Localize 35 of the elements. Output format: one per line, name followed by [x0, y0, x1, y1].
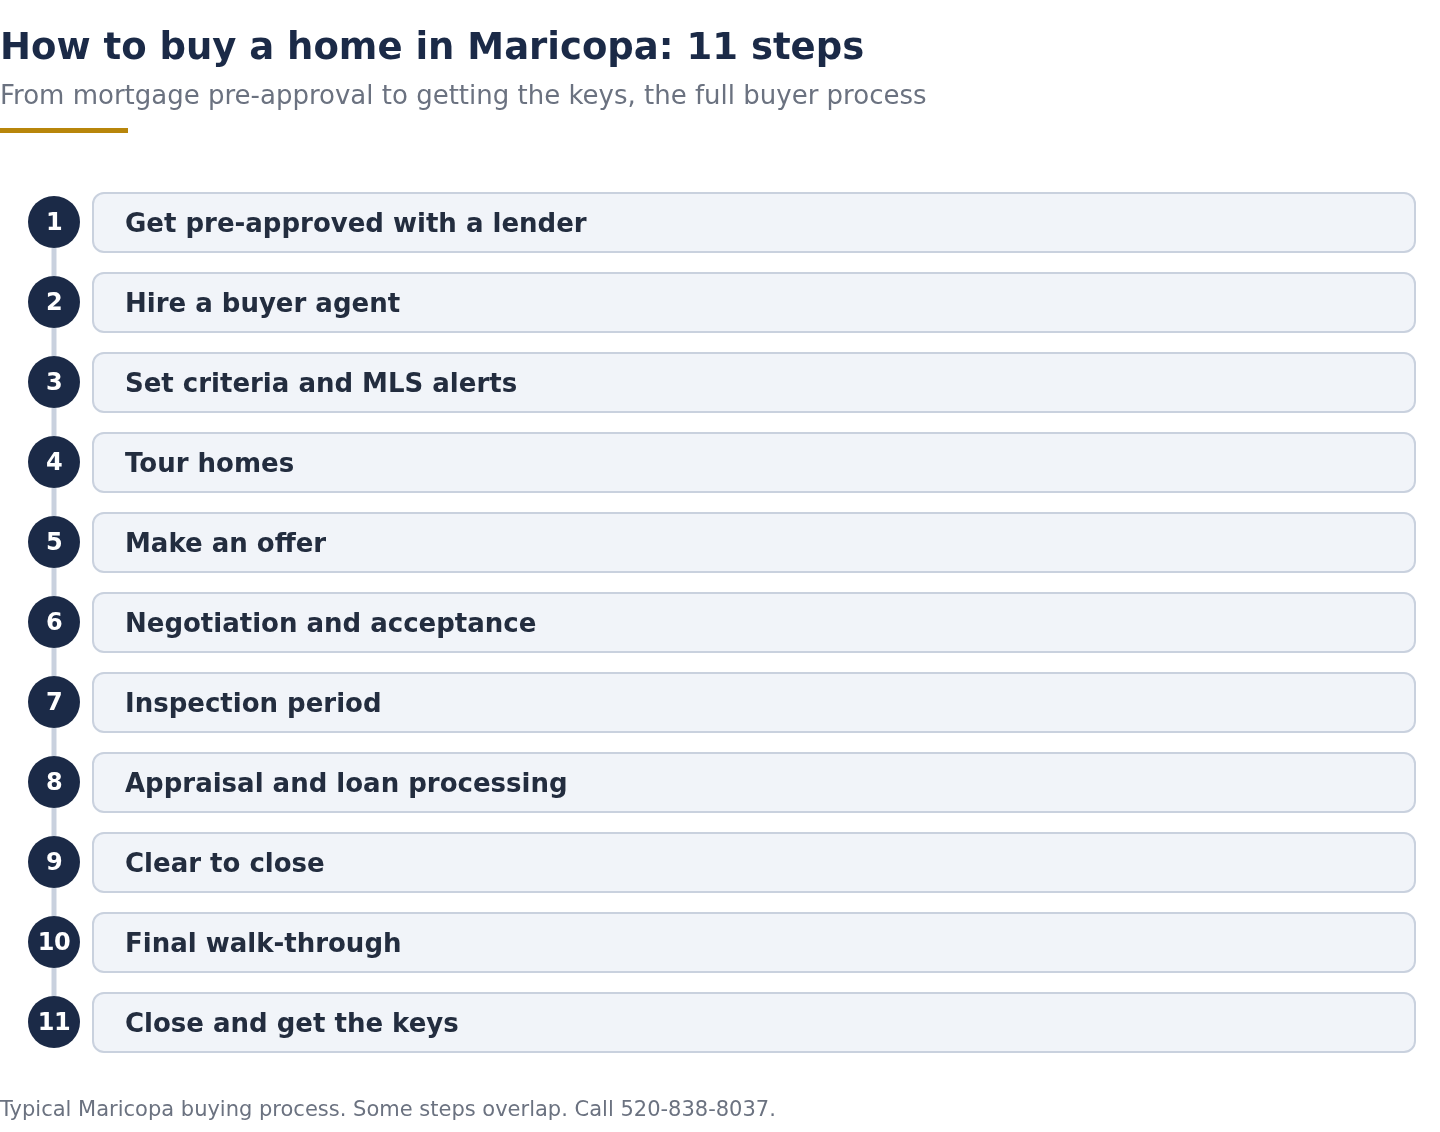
step-number: 1: [28, 196, 80, 248]
step-card: Inspection period: [92, 672, 1416, 733]
connector-line: [51, 968, 57, 996]
connector-line: [51, 408, 57, 436]
step-card: Make an offer: [92, 512, 1416, 573]
step-number: 10: [28, 916, 80, 968]
title: How to buy a home in Maricopa: 11 steps: [0, 24, 865, 70]
connector-line: [51, 488, 57, 516]
connector-line: [51, 648, 57, 676]
step-card: Appraisal and loan processing: [92, 752, 1416, 813]
connector-line: [51, 728, 57, 756]
step-number: 6: [28, 596, 80, 648]
step-number: 11: [28, 996, 80, 1048]
step-number: 5: [28, 516, 80, 568]
step-card: Final walk-through: [92, 912, 1416, 973]
step-number: 4: [28, 436, 80, 488]
connector-line: [51, 808, 57, 836]
step-number: 7: [28, 676, 80, 728]
connector-line: [51, 248, 57, 276]
step-number: 8: [28, 756, 80, 808]
step-card: Clear to close: [92, 832, 1416, 893]
step-card: Close and get the keys: [92, 992, 1416, 1053]
step-number: 3: [28, 356, 80, 408]
subtitle: From mortgage pre-approval to getting the keys, the full buyer process: [0, 79, 927, 112]
connector-line: [51, 328, 57, 356]
step-card: Get pre-approved with a lender: [92, 192, 1416, 253]
step-card: Tour homes: [92, 432, 1416, 493]
step-number: 9: [28, 836, 80, 888]
step-card: Negotiation and acceptance: [92, 592, 1416, 653]
step-card: Hire a buyer agent: [92, 272, 1416, 333]
connector-line: [51, 888, 57, 916]
step-card: Set criteria and MLS alerts: [92, 352, 1416, 413]
step-number: 2: [28, 276, 80, 328]
connector-line: [51, 568, 57, 596]
caption: Typical Maricopa buying process. Some steps overlap. Call 520-838-8037.: [0, 1096, 776, 1123]
